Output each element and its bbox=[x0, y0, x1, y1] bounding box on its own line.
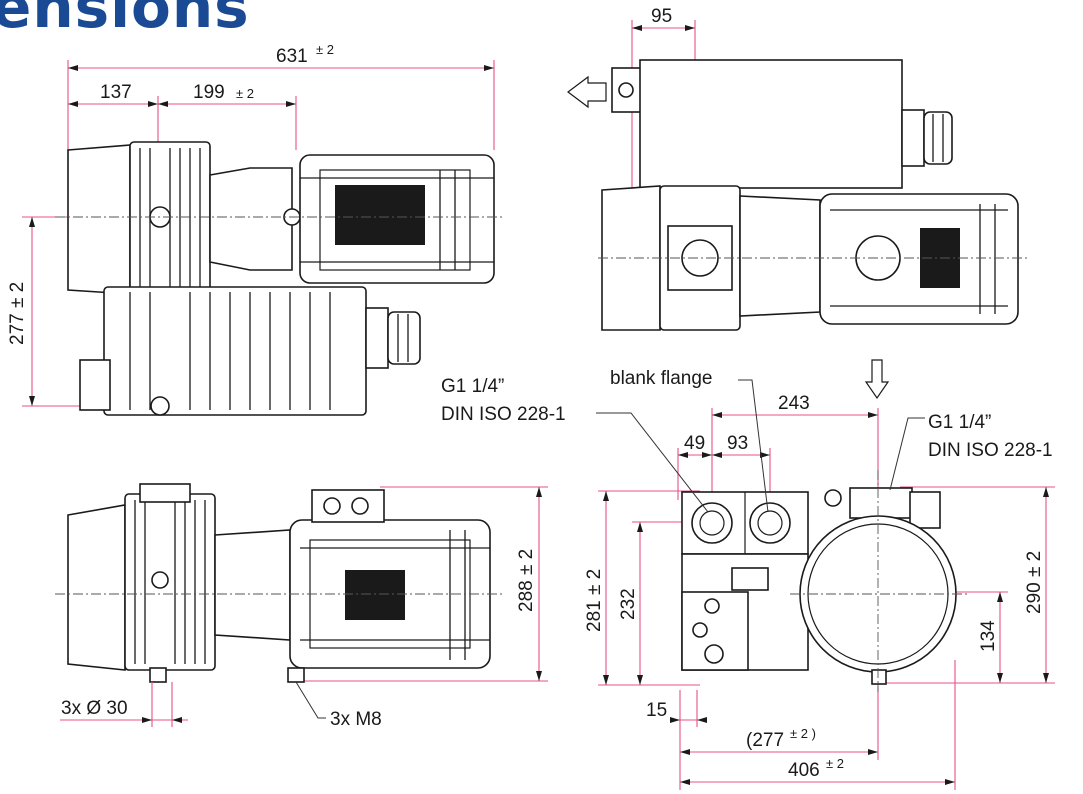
span-93-label: 93 bbox=[727, 433, 748, 454]
outlet-thread-label: G1 1/4” bbox=[928, 412, 991, 433]
side-view-pump-body bbox=[55, 141, 505, 416]
end-view: G1 1/4” DIN ISO 228-1 blank flange G1 1/… bbox=[441, 368, 1055, 790]
outlet-standard-label: DIN ISO 228-1 bbox=[928, 440, 1053, 461]
width-277-label: (277 bbox=[746, 730, 784, 751]
height-232-label: 232 bbox=[618, 588, 639, 620]
width-277-tolerance: ± 2 ) bbox=[790, 726, 816, 741]
overall-length-label: 631 bbox=[276, 46, 308, 67]
top-view: 95 bbox=[567, 6, 1030, 400]
inlet-standard-label: DIN ISO 228-1 bbox=[441, 404, 566, 425]
inlet-thread-label: G1 1/4” bbox=[441, 376, 504, 397]
foot-15-label: 15 bbox=[646, 700, 667, 721]
arrow-left-icon bbox=[567, 75, 607, 109]
feet-diameter-label: 3x Ø 30 bbox=[61, 698, 128, 719]
mid-span-label: 199 bbox=[193, 82, 225, 103]
page-title: ensions bbox=[0, 0, 250, 41]
blank-flange-label: blank flange bbox=[610, 368, 712, 389]
width-406-tolerance: ± 2 bbox=[826, 756, 844, 771]
front-view-pump-body bbox=[55, 483, 505, 683]
side-view-arrowheads bbox=[29, 65, 494, 406]
height-281-label: 281 ± 2 bbox=[584, 569, 605, 632]
arrow-down-icon bbox=[864, 359, 890, 400]
mid-span-tolerance: ± 2 bbox=[236, 86, 254, 101]
span-49-label: 49 bbox=[684, 433, 705, 454]
front-view: 288 ± 2 3x Ø 30 3x M8 bbox=[55, 483, 548, 730]
overall-length-tolerance: ± 2 bbox=[316, 42, 334, 57]
side-view: 631 ± 2 137 199 ± 2 277 ± 2 bbox=[7, 42, 505, 416]
end-view-arrowheads bbox=[603, 412, 1049, 785]
height-290-label: 290 ± 2 bbox=[1024, 551, 1045, 614]
span-243-label: 243 bbox=[778, 393, 810, 414]
left-offset-label: 137 bbox=[100, 82, 132, 103]
port-offset-label: 95 bbox=[651, 6, 672, 27]
height-134-label: 134 bbox=[978, 620, 999, 652]
side-height-label: 277 ± 2 bbox=[7, 282, 28, 345]
end-view-pump-body bbox=[681, 470, 970, 692]
mount-thread-label: 3x M8 bbox=[330, 709, 382, 730]
front-height-label: 288 ± 2 bbox=[516, 549, 537, 612]
top-view-pump-body bbox=[598, 59, 1030, 331]
width-406-label: 406 bbox=[788, 760, 820, 781]
